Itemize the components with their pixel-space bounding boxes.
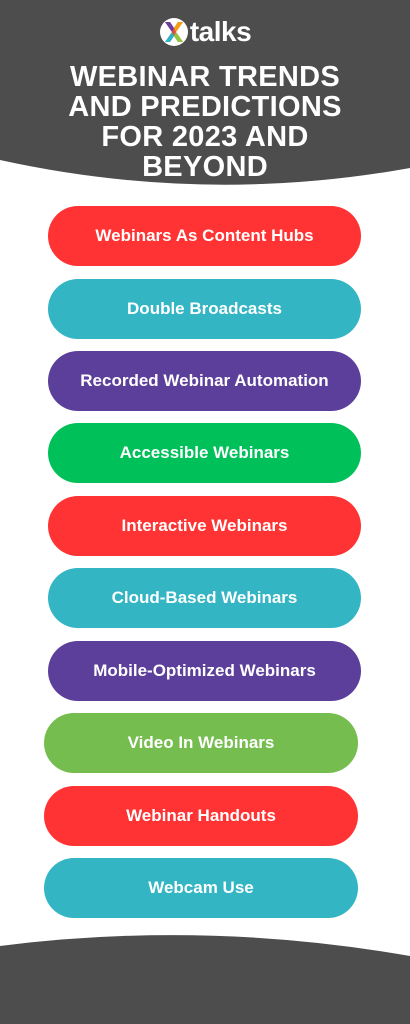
trend-label: Webinar Handouts (126, 806, 276, 825)
trend-label: Webcam Use (148, 878, 254, 897)
trend-pill: Recorded Webinar Automation (48, 351, 361, 411)
header-band (0, 0, 410, 200)
trend-pill: Interactive Webinars (48, 496, 361, 556)
trend-pill: Double Broadcasts (48, 279, 361, 339)
xtalks-logo: talks (0, 10, 410, 54)
trend-label: Mobile-Optimized Webinars (93, 661, 316, 680)
trend-label: Cloud-Based Webinars (111, 588, 298, 607)
trend-label: Video In Webinars (127, 733, 275, 752)
trend-label: Accessible Webinars (119, 443, 290, 462)
title-line: AND PREDICTIONS (68, 91, 342, 123)
logo-text: talks (189, 16, 252, 47)
title-line: WEBINAR TRENDS (69, 61, 341, 93)
header-band-shape (0, 0, 410, 185)
trend-label: Interactive Webinars (121, 516, 288, 535)
trend-pill: Mobile-Optimized Webinars (48, 641, 361, 701)
trend-pill: Webinar Handouts (44, 786, 358, 846)
trend-pill: Cloud-Based Webinars (48, 568, 361, 628)
trend-pill: Accessible Webinars (48, 423, 361, 483)
x-logo-icon (159, 17, 189, 47)
trend-pill: Webinars As Content Hubs (48, 206, 361, 266)
title-line: FOR 2023 AND (101, 121, 309, 153)
trend-label: Webinars As Content Hubs (95, 226, 314, 245)
footer-band (0, 924, 410, 1024)
trend-pill: Webcam Use (44, 858, 358, 918)
page-title: WEBINAR TRENDS AND PREDICTIONS FOR 2023 … (0, 62, 410, 182)
trend-pill: Video In Webinars (44, 713, 358, 773)
trend-label: Double Broadcasts (127, 299, 282, 318)
footer-band-shape (0, 935, 410, 1024)
title-line: BEYOND (142, 151, 268, 183)
trend-label: Recorded Webinar Automation (80, 371, 329, 390)
